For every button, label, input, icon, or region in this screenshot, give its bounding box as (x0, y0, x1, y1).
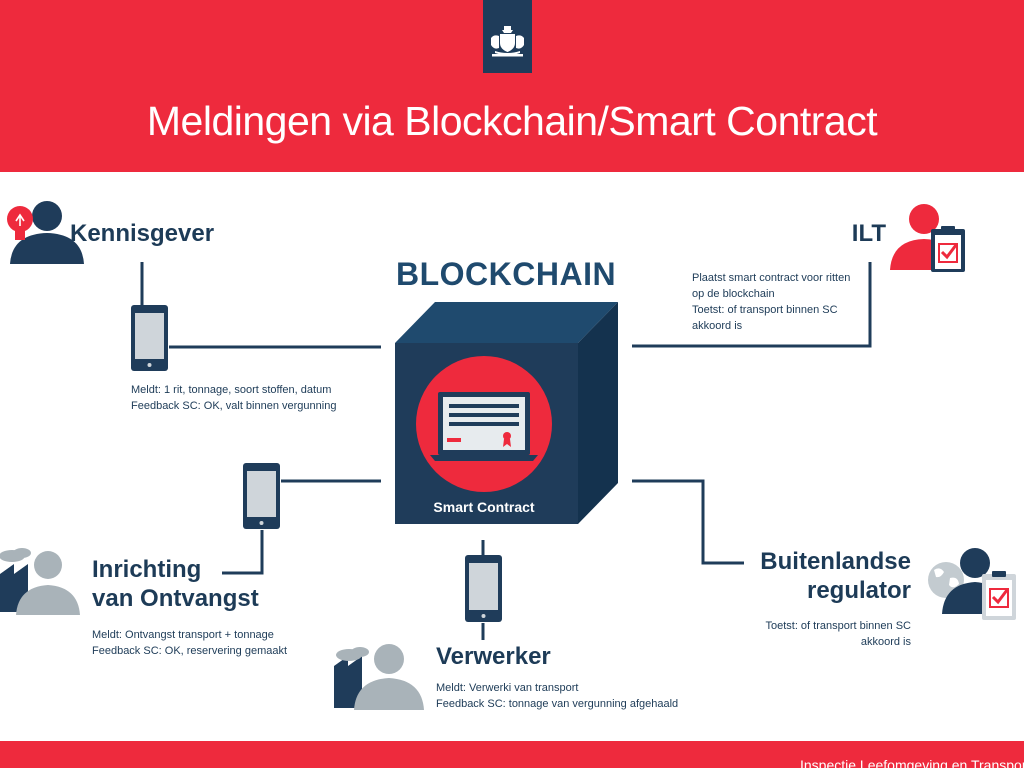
inrichting-factory-icon (0, 548, 80, 615)
verwerker-description: Meldt: Verwerki van transport Feedback S… (436, 682, 679, 710)
smart-contract-label: Smart Contract (433, 499, 535, 515)
footer-text: Inspectie Leefomgeving en Transport (800, 757, 1024, 768)
kennisgever-title: Kennisgever (70, 220, 215, 247)
phone-icon-kennisgever (131, 305, 168, 371)
government-logo (483, 0, 532, 73)
buitenlandse-title-line1: Buitenlandse (760, 548, 911, 575)
inrichting-description: Meldt: Ontvangst transport + tonnage Fee… (92, 629, 288, 657)
ilt-title: ILT (851, 220, 886, 247)
inrichting-title-line1: Inrichting (92, 556, 202, 583)
kennisgever-description: Meldt: 1 rit, tonnage, soort stoffen, da… (131, 384, 337, 412)
footer-banner: Inspectie Leefomgeving en Transport (0, 741, 1024, 768)
connector-inrichting-vertical (222, 530, 264, 575)
connector-ilt (632, 262, 872, 348)
buitenlandse-regulator-icon (928, 548, 1016, 620)
page-title: Meldingen via Blockchain/Smart Contract (146, 98, 878, 144)
kennisgever-person-icon (7, 201, 84, 264)
connector-buitenlandse (632, 479, 744, 565)
header-banner: Meldingen via Blockchain/Smart Contract (0, 0, 1024, 172)
smart-contract-icon (430, 392, 538, 461)
inrichting-title-line2: van Ontvangst (92, 585, 259, 612)
buitenlandse-title: Buitenlandse regulator (710, 547, 911, 605)
inrichting-title: Inrichting van Ontvangst (92, 555, 259, 613)
buitenlandse-description: Toetst: of transport binnen SC akkoord i… (765, 620, 911, 648)
phone-icon-verwerker (465, 555, 502, 622)
coat-of-arms-icon (491, 26, 524, 57)
verwerker-title: Verwerker (436, 643, 551, 670)
verwerker-factory-icon (334, 644, 424, 710)
blockchain-title: BLOCKCHAIN (396, 256, 617, 292)
phone-icon-inrichting (243, 463, 280, 529)
ilt-description: Plaatst smart contract voor ritten op de… (692, 272, 851, 332)
buitenlandse-title-line2: regulator (806, 577, 911, 604)
ilt-person-icon (890, 204, 965, 272)
